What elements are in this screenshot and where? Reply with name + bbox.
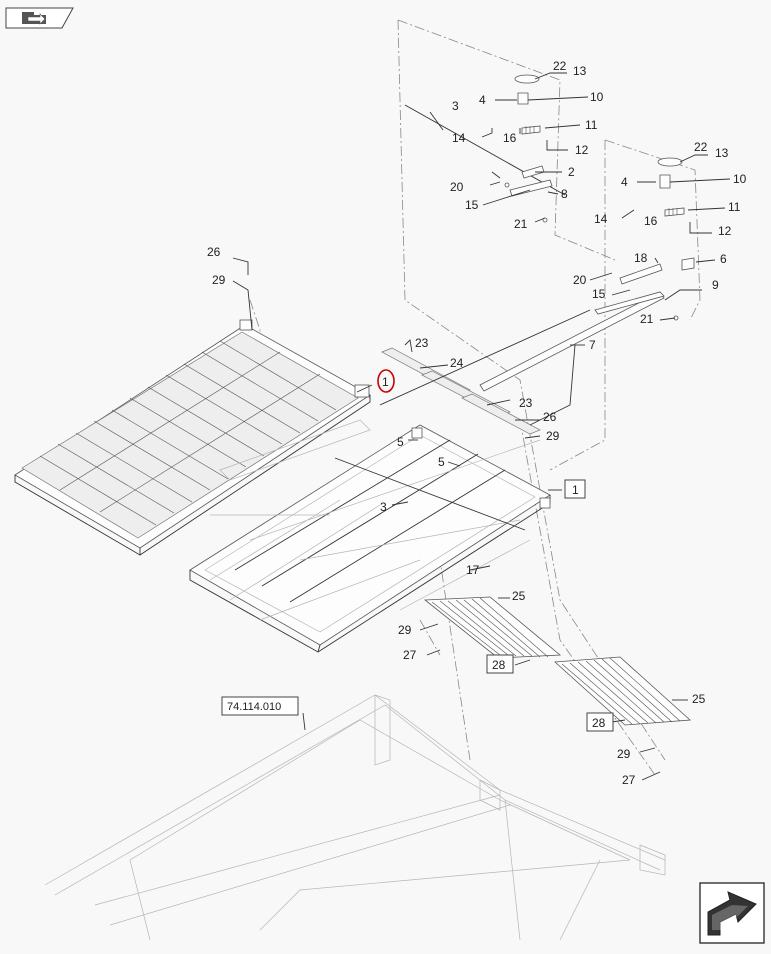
callout-12: 12 [575, 143, 589, 157]
rods [334, 309, 591, 531]
callout-7: 7 [589, 338, 596, 352]
callout-29: 29 [398, 623, 412, 637]
callout-15: 15 [592, 287, 606, 301]
boxed-callout-1[interactable]: 1 [564, 479, 586, 499]
callout-20: 20 [573, 273, 587, 287]
callout-26: 26 [543, 410, 557, 424]
callout-12: 12 [718, 224, 732, 238]
callout-11: 11 [728, 200, 741, 214]
callout-3: 3 [380, 500, 387, 514]
callout-16: 16 [644, 214, 658, 228]
leader-lines [232, 72, 731, 781]
next-page-arrow-icon [707, 891, 757, 936]
callout-27: 27 [403, 648, 417, 662]
upper-bracket-assembly [404, 74, 566, 223]
callout-10: 10 [590, 90, 604, 104]
callout-21: 21 [514, 217, 528, 231]
callout-4: 4 [621, 175, 628, 189]
callout-13: 13 [715, 146, 729, 160]
lower-frame [44, 694, 666, 941]
callout-22: 22 [553, 59, 567, 73]
callout-29: 29 [212, 273, 226, 287]
callout-14: 14 [594, 212, 608, 226]
reference-box-74-114-010[interactable]: 74.114.010 [221, 696, 299, 716]
callout-labels: 22 13 4 10 3 14 16 11 12 2 20 8 15 21 22… [207, 59, 747, 787]
boxed-callout-28[interactable]: 28 [586, 712, 614, 732]
callout-23: 23 [415, 336, 429, 350]
callout-29: 29 [546, 429, 560, 443]
callout-17: 17 [466, 563, 480, 577]
back-to-index-button[interactable] [5, 7, 74, 29]
callout-25: 25 [512, 589, 526, 603]
callout-26: 26 [207, 245, 221, 259]
callout-13: 13 [573, 64, 587, 78]
callout-18: 18 [634, 251, 648, 265]
callout-9: 9 [712, 278, 719, 292]
callout-8: 8 [561, 187, 568, 201]
callout-22: 22 [694, 140, 708, 154]
callout-27: 27 [622, 773, 636, 787]
callout-4: 4 [479, 93, 486, 107]
callout-21: 21 [640, 312, 654, 326]
left-grain-pan [14, 319, 371, 556]
callout-1-boxed: 1 [572, 483, 579, 497]
callout-1-highlighted: 1 [382, 375, 389, 389]
callout-10: 10 [733, 172, 747, 186]
next-page-button[interactable] [699, 882, 765, 944]
reference-label: 74.114.010 [227, 701, 281, 713]
highlighted-callout-1[interactable]: 1 [377, 369, 395, 393]
callout-24: 24 [450, 356, 464, 370]
callout-5: 5 [397, 435, 404, 449]
folder-back-icon [22, 12, 46, 25]
callout-14: 14 [452, 131, 466, 145]
right-bracket-assembly [479, 157, 695, 392]
callout-6: 6 [720, 252, 727, 266]
callout-5: 5 [438, 455, 445, 469]
callout-28-boxed: 28 [492, 658, 506, 672]
callout-28-boxed: 28 [592, 716, 606, 730]
right-grain-pan [189, 419, 551, 653]
callout-2: 2 [568, 165, 575, 179]
callout-20: 20 [450, 180, 464, 194]
chaffer-sieves [423, 596, 691, 726]
callout-23: 23 [519, 396, 533, 410]
callout-11: 11 [585, 118, 598, 132]
callout-3: 3 [452, 99, 459, 113]
callout-15: 15 [465, 198, 479, 212]
callout-29: 29 [617, 747, 631, 761]
boxed-callout-28[interactable]: 28 [486, 654, 514, 674]
callout-25: 25 [692, 692, 706, 706]
callout-16: 16 [503, 131, 517, 145]
